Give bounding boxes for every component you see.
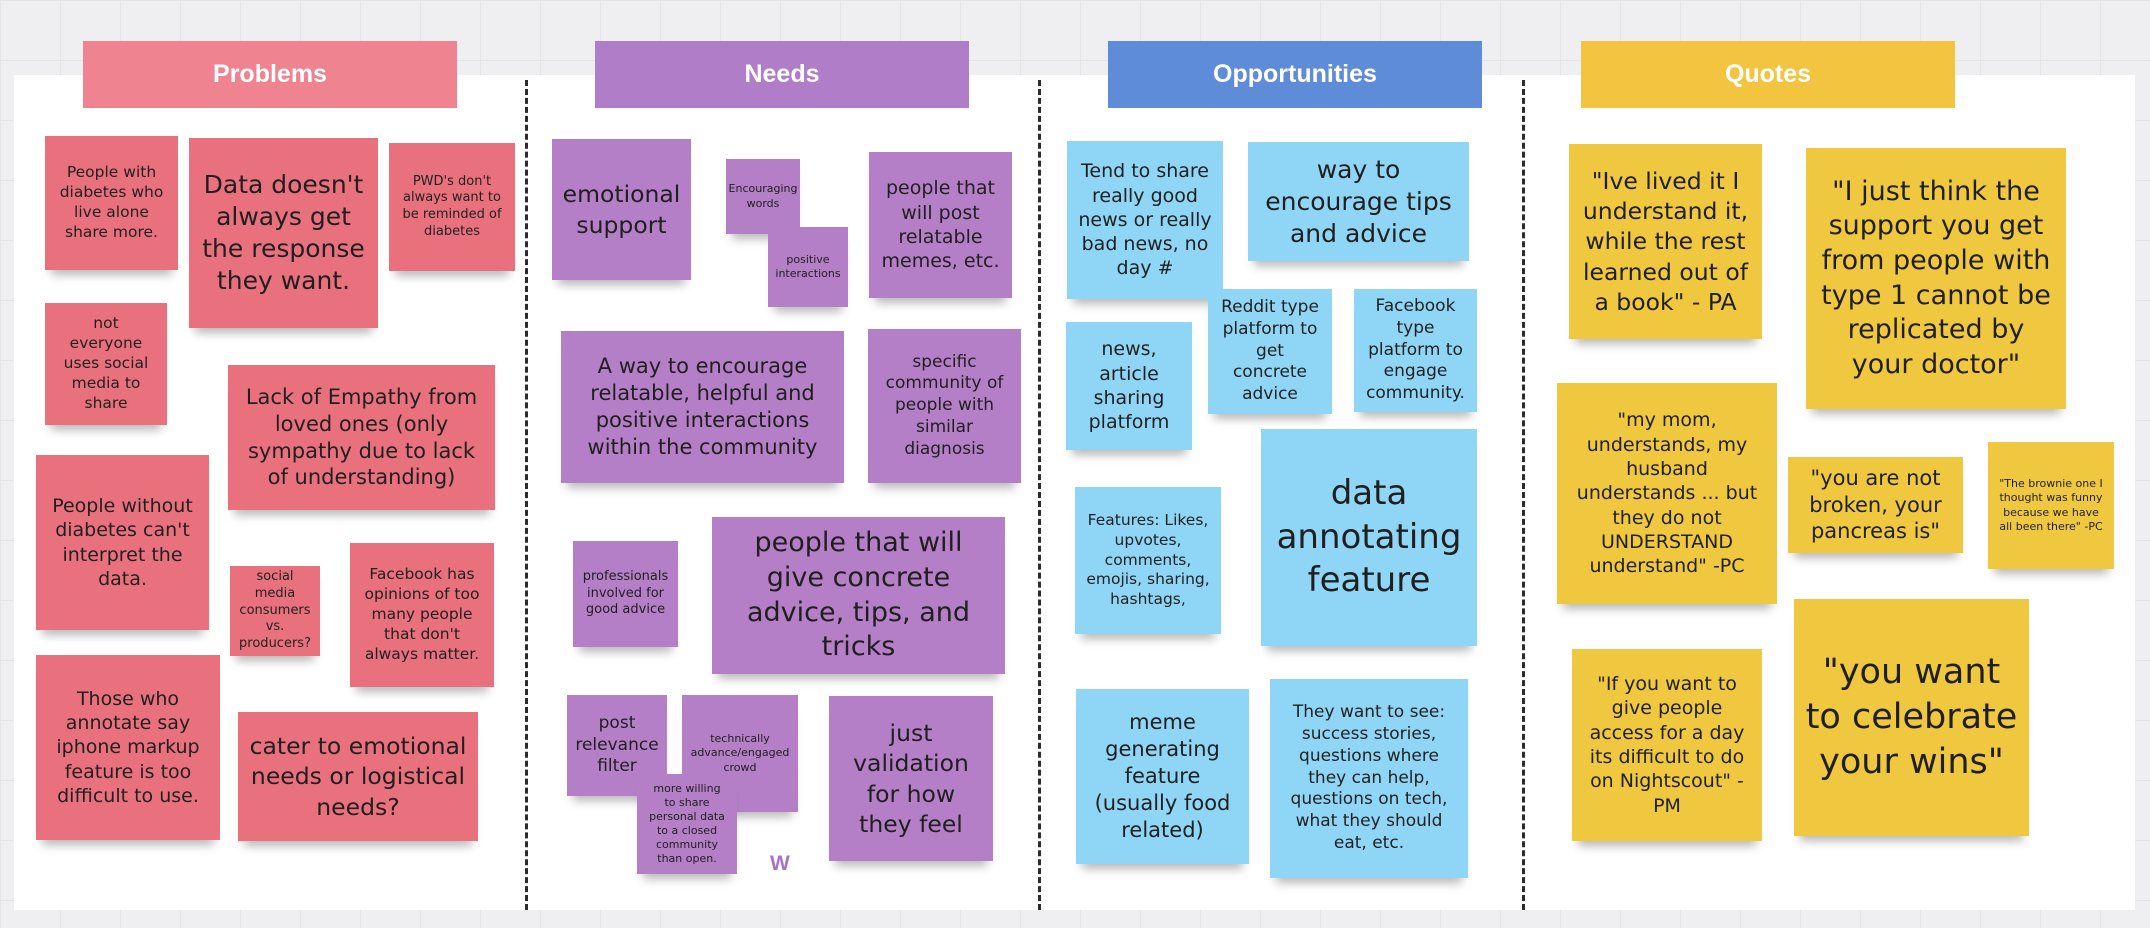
sticky-note-opportunity[interactable]: meme generating feature (usually food re… [1076, 689, 1249, 864]
sticky-note-need[interactable]: just validation for how they feel [829, 696, 993, 861]
sticky-note-problem[interactable]: People with diabetes who live alone shar… [45, 136, 178, 270]
sticky-note-opportunity[interactable]: Features: Likes, upvotes, comments, emoj… [1075, 487, 1221, 634]
collaborator-cursor-label: W [770, 852, 790, 875]
column-divider [1522, 80, 1525, 910]
sticky-note-problem[interactable]: Data doesn't always get the response the… [189, 138, 378, 328]
sticky-note-opportunity[interactable]: Reddit type platform to get concrete adv… [1208, 289, 1332, 414]
sticky-note-quote[interactable]: "you are not broken, your pancreas is" [1788, 457, 1963, 553]
column-divider [1038, 80, 1041, 910]
sticky-note-need[interactable]: people that will give concrete advice, t… [712, 517, 1005, 674]
sticky-note-opportunity[interactable]: data annotating feature [1261, 429, 1477, 646]
column-header-needs[interactable]: Needs [595, 41, 969, 108]
sticky-note-quote[interactable]: "If you want to give people access for a… [1572, 649, 1762, 841]
sticky-note-problem[interactable]: not everyone uses social media to share [45, 303, 167, 425]
sticky-note-opportunity[interactable]: way to encourage tips and advice [1248, 142, 1469, 261]
column-header-quotes[interactable]: Quotes [1581, 41, 1955, 108]
sticky-note-quote[interactable]: "my mom, understands, my husband underst… [1557, 383, 1777, 604]
sticky-note-problem[interactable]: social media consumers vs. producers? [230, 566, 320, 656]
sticky-note-opportunity[interactable]: Facebook type platform to engage communi… [1354, 289, 1477, 412]
sticky-note-problem[interactable]: Facebook has opinions of too many people… [350, 543, 494, 687]
sticky-note-need[interactable]: emotional support [552, 139, 691, 280]
sticky-note-need[interactable]: A way to encourage relatable, helpful an… [561, 331, 844, 483]
sticky-note-need[interactable]: professionals involved for good advice [573, 541, 678, 647]
sticky-note-opportunity[interactable]: They want to see: success stories, quest… [1270, 679, 1468, 878]
sticky-note-quote[interactable]: "The brownie one I thought was funny bec… [1988, 442, 2114, 569]
sticky-note-need[interactable]: more willing to share personal data to a… [637, 774, 737, 874]
column-divider [525, 80, 528, 910]
sticky-note-need[interactable]: specific community of people with simila… [868, 329, 1021, 483]
column-header-opportunities[interactable]: Opportunities [1108, 41, 1482, 108]
sticky-note-quote[interactable]: "Ive lived it I understand it, while the… [1569, 144, 1762, 339]
sticky-note-opportunity[interactable]: Tend to share really good news or really… [1067, 141, 1223, 299]
sticky-note-problem[interactable]: People without diabetes can't interpret … [36, 455, 209, 630]
sticky-note-quote[interactable]: "you want to celebrate your wins" [1794, 599, 2029, 836]
sticky-note-need[interactable]: people that will post relatable memes, e… [869, 152, 1012, 298]
sticky-note-problem[interactable]: cater to emotional needs or logistical n… [238, 712, 478, 841]
sticky-note-opportunity[interactable]: news, article sharing platform [1066, 322, 1192, 450]
sticky-note-problem[interactable]: Those who annotate say iphone markup fea… [36, 655, 220, 840]
sticky-note-need[interactable]: Encouraging words [726, 159, 800, 234]
sticky-note-problem[interactable]: Lack of Empathy from loved ones (only sy… [228, 365, 495, 510]
column-header-problems[interactable]: Problems [83, 41, 457, 108]
sticky-note-need[interactable]: positive interactions [768, 227, 848, 307]
sticky-note-problem[interactable]: PWD's don't always want to be reminded o… [389, 143, 515, 271]
sticky-note-quote[interactable]: "I just think the support you get from p… [1806, 148, 2066, 409]
